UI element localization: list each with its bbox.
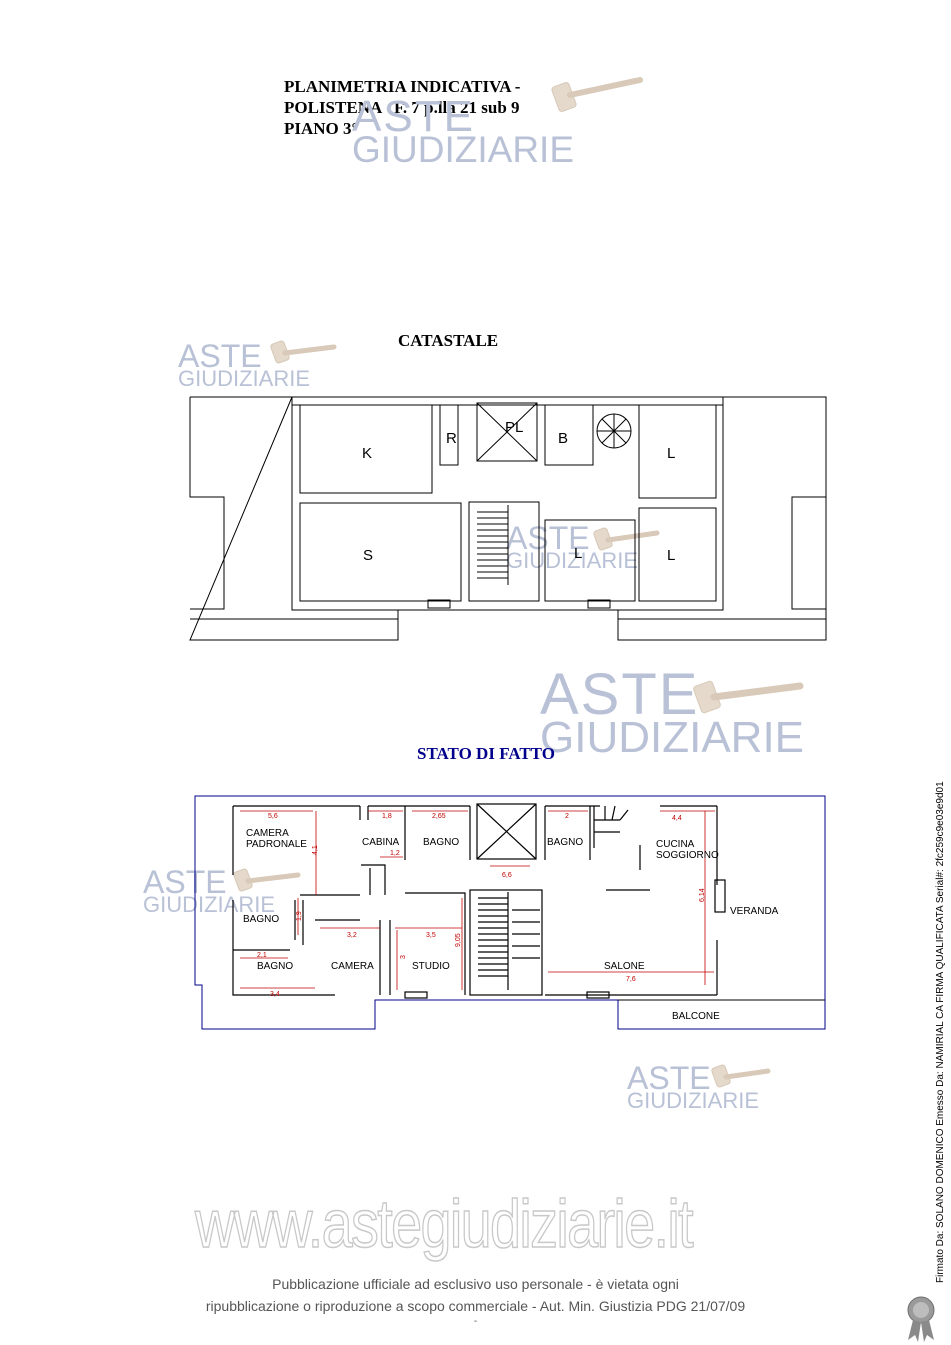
gavel-icon [270, 340, 337, 364]
room-label: BAGNO [257, 961, 293, 972]
gavel-icon [711, 1064, 771, 1088]
dimension-label: 2,1 [257, 952, 267, 959]
dimension-label: 4,4 [672, 815, 682, 822]
dimension-label: 6,14 [699, 888, 706, 902]
stato-di-fatto-title: STATO DI FATTO [417, 744, 555, 763]
watermark-aste: ASTE [352, 92, 475, 141]
catastale-left-wing [189, 397, 225, 610]
room-label: BAGNO [547, 837, 583, 848]
plan-title: PLANIMETRIA INDICATIVA - POLISTENA F. 7 … [284, 76, 520, 139]
watermark-aste: ASTE [506, 520, 590, 556]
title-line-1: PLANIMETRIA INDICATIVA - [284, 77, 521, 96]
stato-dimension-lines [240, 810, 715, 990]
watermark-aste: ASTE [143, 864, 227, 900]
dimension-label: 1,9 [296, 911, 303, 921]
watermark-giudiziarie: GIUDIZIARIE [627, 1088, 760, 1113]
title-line-3: PIANO 3° [284, 119, 359, 138]
catastale-right-wing [791, 496, 826, 610]
room-label: CUCINA [656, 839, 695, 850]
dimension-label: 2,65 [432, 813, 446, 820]
room-label: SALONE [604, 961, 645, 972]
room-label: R [446, 430, 457, 447]
room-label: BAGNO [243, 914, 279, 925]
stato-plan [194, 795, 826, 1030]
stato-room-labels: CAMERA PADRONALE CABINA BAGNO BAGNO CUCI… [243, 828, 779, 1022]
dimension-label: 7,6 [626, 976, 636, 983]
digital-signature: Firmato Da: SOLANO DOMENICO Emesso Da: N… [935, 781, 946, 1283]
dimension-label: 6,6 [502, 872, 512, 879]
watermark-top: ASTE GIUDIZIARIE [352, 92, 575, 170]
stato-dimensions: 5,6 1,8 2,65 2 4,4 4,1 1,2 6,6 1,9 6,14 … [257, 813, 706, 998]
room-label: L [667, 445, 675, 462]
room-label: K [362, 445, 372, 462]
site-watermark: www.astegiudiziarie.it [194, 1185, 694, 1263]
stato-spiral-stair [593, 805, 629, 848]
dimension-label: 4,1 [312, 845, 319, 855]
dimension-label: 9,05 [455, 933, 462, 947]
stato-outline [194, 795, 826, 1030]
stato-stairs [478, 892, 540, 990]
dimension-label: 3,2 [347, 932, 357, 939]
dimension-label: 5,6 [268, 813, 278, 820]
room-label: S [363, 547, 373, 564]
watermark-middle: ASTE GIUDIZIARIE [540, 666, 804, 760]
room-label: B [558, 430, 568, 447]
dimension-label: 3,4 [270, 991, 280, 998]
footer-line-1: Pubblicazione ufficiale ad esclusivo uso… [272, 1276, 679, 1292]
room-label: BALCONE [672, 1011, 720, 1022]
room-label: L [667, 547, 675, 564]
gavel-icon [551, 77, 643, 112]
watermark-aste: ASTE [178, 338, 262, 374]
gavel-icon [233, 868, 301, 892]
room-label: PADRONALE [246, 839, 307, 850]
room-label: STUDIO [412, 961, 450, 972]
footer-dash: - [473, 1316, 478, 1327]
watermark-stato-left: ASTE GIUDIZIARIE [143, 866, 275, 916]
room-label: CAMERA [331, 961, 374, 972]
room-label: BAGNO [423, 837, 459, 848]
gavel-icon [693, 680, 804, 714]
room-label: L [574, 545, 582, 562]
room-label: VERANDA [730, 906, 779, 917]
watermark-giudiziarie: GIUDIZIARIE [540, 713, 805, 762]
stato-walls [232, 803, 726, 999]
title-line-2: POLISTENA F. 7 p.lla 21 sub 9 [284, 98, 520, 117]
footer-line-2: ripubblicazione o riproduzione a scopo c… [205, 1298, 746, 1314]
dimension-label: 3,5 [426, 932, 436, 939]
catastale-title: CATASTALE [398, 331, 499, 350]
room-label: PL [505, 419, 523, 436]
watermark-giudiziarie: GIUDIZIARIE [352, 129, 575, 170]
dimension-label: 2 [565, 813, 569, 820]
dimension-label: 3 [400, 955, 407, 959]
room-label: SOGGIORNO [656, 850, 719, 861]
watermark-bottom: ASTE GIUDIZIARIE [627, 1062, 759, 1112]
watermark-giudiziarie: GIUDIZIARIE [143, 892, 276, 917]
catastale-plan: K R PL B L S L L [189, 396, 827, 641]
dimension-label: 1,8 [382, 813, 392, 820]
gavel-icon [593, 527, 660, 551]
catastale-stairs [477, 505, 509, 585]
watermark-aste: ASTE [627, 1060, 711, 1096]
dimension-label: 1,2 [390, 850, 400, 857]
room-label: CAMERA [246, 828, 289, 839]
watermark-catastale: ASTE GIUDIZIARIE [178, 340, 310, 390]
watermark-giudiziarie: GIUDIZIARIE [178, 366, 311, 391]
room-label: CABINA [362, 837, 400, 848]
seal-icon [907, 1296, 935, 1342]
watermark-aste: ASTE [540, 662, 700, 727]
